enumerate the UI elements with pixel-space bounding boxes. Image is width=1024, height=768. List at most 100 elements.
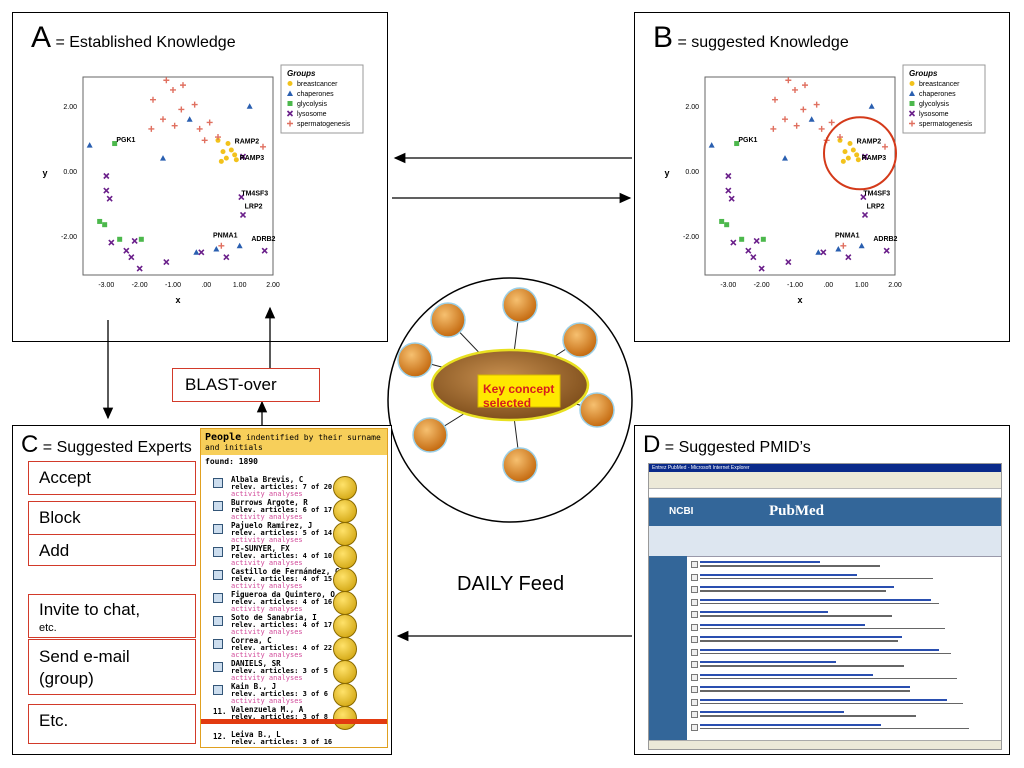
result-checkbox[interactable] [691,686,698,693]
pubmed-result-row[interactable] [691,673,997,683]
result-checkbox[interactable] [691,573,698,581]
result-checkbox[interactable] [691,561,698,568]
x-tick-label: 2.00 [266,282,280,289]
select-checkbox[interactable] [213,547,223,557]
pubmed-result-row[interactable] [691,585,997,595]
data-point-chaperones [858,242,865,249]
invite-to-chat-button[interactable]: Invite to chat, etc. [28,594,196,638]
result-checkbox[interactable] [691,661,698,668]
select-checkbox[interactable] [213,616,223,626]
result-checkbox[interactable] [691,723,698,731]
result-checkbox[interactable] [691,598,698,606]
select-checkbox[interactable] [213,524,223,534]
result-title-line [700,561,820,563]
data-point-chaperones [782,155,788,161]
activity-analyses-link[interactable]: activity analyses [231,582,303,590]
pubmed-result-row[interactable] [691,698,997,708]
panel-b-title: B = suggested Knowledge [653,21,849,55]
blast-over-button[interactable]: BLAST-over [172,368,320,402]
pubmed-result-row[interactable] [691,635,997,645]
person-name: PI-SUNYER, FX [231,544,290,553]
result-checkbox[interactable] [691,586,698,593]
activity-analyses-link[interactable]: activity analyses [231,651,303,659]
activity-analyses-link[interactable]: activity analyses [231,628,303,636]
result-checkbox[interactable] [691,623,698,631]
person-name: Kain B., J [231,682,277,691]
activity-analyses-link[interactable]: activity analyses [231,697,303,705]
data-point-lysosome [750,254,757,261]
activity-analyses-link[interactable]: activity analyses [231,490,303,498]
activity-analyses-link[interactable]: activity analyses [231,536,303,544]
select-checkbox[interactable] [213,501,223,511]
pubmed-result-row[interactable] [691,610,997,620]
select-checkbox[interactable] [213,478,223,488]
etc-button[interactable]: Etc. [28,704,196,744]
pubmed-result-row[interactable] [691,723,997,733]
legend: Groupsbreastcancerchaperonesglycolysisly… [280,64,364,134]
data-point-spermatogenesis [800,106,807,113]
result-checkbox[interactable] [691,711,698,718]
pubmed-result-row[interactable] [691,573,997,583]
pubmed-result-row[interactable] [691,598,997,608]
pubmed-result-row[interactable] [691,560,997,570]
highlight-circle [823,116,897,191]
select-checkbox[interactable] [213,639,223,649]
legend-item-label: chaperones [297,91,334,98]
invite-etc-label: etc. [39,622,57,634]
panel-a: A = Established Knowledge -3.00-2.00-1.0… [12,12,388,342]
invite-label: Invite to chat, [39,600,141,619]
satellite-node [412,417,448,453]
data-point-spermatogenesis [206,119,213,126]
profile-badge-icon [333,522,357,546]
select-checkbox[interactable] [213,685,223,695]
panel-d-title: D = Suggested PMID’s [643,431,811,459]
data-point-chaperones [236,242,243,249]
legend-item-label: lysosome [919,111,949,118]
data-point-spermatogenesis [215,134,221,141]
satellite-node [502,447,538,483]
select-checkbox[interactable] [213,593,223,603]
block-button[interactable]: Block [28,501,196,535]
add-button[interactable]: Add [28,534,196,566]
panel-a-title: A = Established Knowledge [31,21,236,55]
result-detail-line [700,640,898,642]
data-point-spermatogenesis [171,122,178,129]
activity-analyses-link[interactable]: activity analyses [231,605,303,613]
select-checkbox[interactable] [213,662,223,672]
result-checkbox[interactable] [691,636,698,643]
pubmed-results [691,560,997,739]
result-checkbox[interactable] [691,698,698,706]
activity-analyses-link[interactable]: activity analyses [231,674,303,682]
activity-analyses-link[interactable]: activity analyses [231,513,303,521]
result-checkbox[interactable] [691,611,698,618]
x-tick-label: -1.00 [787,282,803,289]
activity-analyses-link[interactable]: activity analyses [231,559,303,567]
legend-marker [287,120,293,127]
pubmed-result-row[interactable] [691,685,997,695]
pubmed-result-row[interactable] [691,623,997,633]
pubmed-result-row[interactable] [691,710,997,720]
legend-marker [909,101,915,106]
pubmed-result-row[interactable] [691,660,997,670]
data-point-breastcancer [842,149,848,155]
send-email-button[interactable]: Send e-mail (group) [28,639,196,695]
result-checkbox[interactable] [691,673,698,681]
accept-button[interactable]: Accept [28,461,196,495]
person-relevance: relev. articles: 3 of 6 [231,690,328,698]
panel-b-title-text: = suggested Knowledge [677,34,849,51]
select-checkbox[interactable] [213,570,223,580]
result-checkbox[interactable] [691,648,698,656]
pubmed-result-row[interactable] [691,648,997,658]
